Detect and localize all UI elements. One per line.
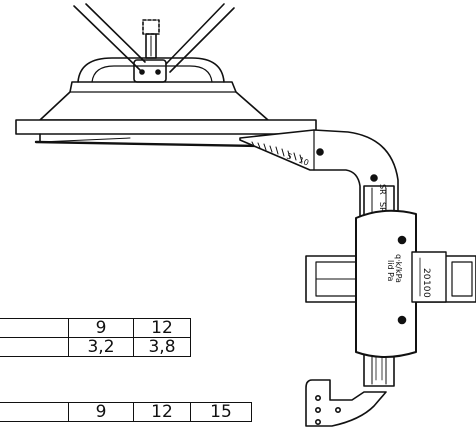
elbow-label-upper: SR — [378, 184, 387, 195]
table-cell: 15 — [190, 402, 252, 422]
window-label-10: 10 — [421, 280, 431, 292]
elbow-label-lower: SR — [378, 202, 387, 213]
table-cell — [0, 337, 69, 357]
table-cell — [0, 318, 69, 338]
table-cell — [0, 402, 69, 422]
slider-label-secondary: lid Pa — [386, 260, 395, 282]
arm-label-5: 5 — [285, 152, 293, 162]
bottom-bracket — [305, 379, 387, 427]
table-cell: 3,2 — [68, 337, 134, 357]
table-cell: 9 — [68, 402, 134, 422]
slider-block — [355, 209, 447, 358]
table-row: 9 12 15 — [0, 402, 252, 422]
window-label-0: 0 — [421, 292, 431, 298]
table-cell: 12 — [133, 402, 191, 422]
table-cell: 12 — [133, 318, 191, 338]
stem — [142, 19, 160, 59]
slider-window — [411, 251, 447, 303]
upper-table: 9 12 3,2 3,8 — [0, 318, 191, 357]
base-plate — [15, 119, 317, 135]
table-row: 3,2 3,8 — [0, 337, 191, 357]
handle-arch — [77, 57, 225, 83]
clamp-block — [133, 59, 167, 83]
support-rods — [73, 3, 235, 73]
table-cell: 9 — [68, 318, 134, 338]
table-row: 9 12 — [0, 318, 191, 338]
arm-scale-ticks — [251, 141, 303, 163]
slider-label-primary: q·k/kPa — [394, 254, 403, 283]
window-label-20: 20 — [421, 268, 431, 280]
cone-body — [39, 81, 269, 121]
table-cell: 3,8 — [133, 337, 191, 357]
arm-label-10: 10 — [297, 156, 310, 168]
lower-table: 9 12 15 — [0, 402, 252, 422]
